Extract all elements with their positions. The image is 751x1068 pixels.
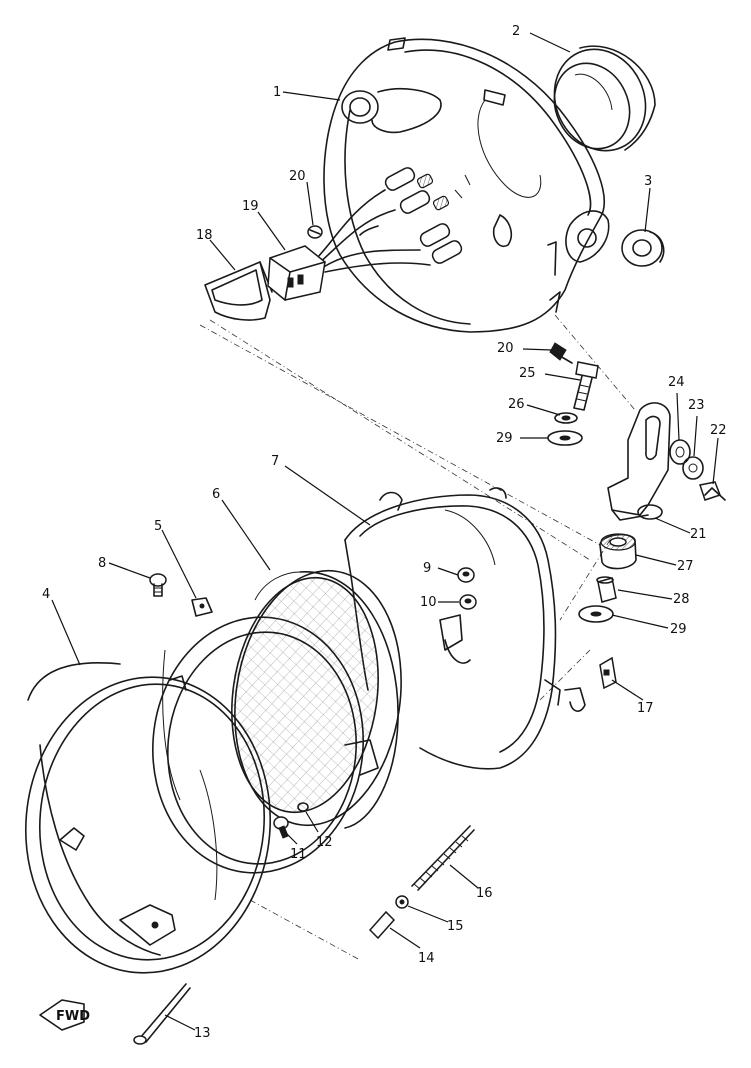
nut-part-9 xyxy=(457,567,475,583)
wiring-harness xyxy=(314,167,463,273)
long-screw-part-13 xyxy=(133,983,191,1045)
washer-part-12 xyxy=(297,802,309,812)
callout-16: 16 xyxy=(476,886,493,901)
screw-part-20-lower xyxy=(549,342,573,364)
callout-20b: 20 xyxy=(497,341,514,356)
callout-19: 19 xyxy=(242,199,259,214)
callout-17: 17 xyxy=(637,701,654,716)
callout-14: 14 xyxy=(418,951,435,966)
callout-21: 21 xyxy=(690,527,707,542)
grommet-part-1 xyxy=(341,87,442,134)
bolt-part-22 xyxy=(699,481,726,501)
clip-nut-part-17 xyxy=(599,656,617,690)
screw-part-8 xyxy=(149,573,167,597)
bullet-connector xyxy=(384,167,463,264)
washer-part-24 xyxy=(669,439,691,465)
lens-unit-part-6 xyxy=(231,569,402,829)
callout-1: 1 xyxy=(273,85,281,100)
nut-part-10 xyxy=(459,594,477,610)
callout-4: 4 xyxy=(42,587,50,602)
callout-6: 6 xyxy=(212,487,220,502)
connector-socket-part-19 xyxy=(267,245,326,301)
spacer-part-14 xyxy=(368,910,396,940)
callout-26: 26 xyxy=(508,397,525,412)
inner-rim-part-5 xyxy=(152,597,364,874)
callout-5: 5 xyxy=(154,519,162,534)
callout-23: 23 xyxy=(688,398,705,413)
callout-20a: 20 xyxy=(289,169,306,184)
callout-2: 2 xyxy=(512,24,520,39)
cap-part-2 xyxy=(553,45,656,152)
callout-13: 13 xyxy=(194,1026,211,1041)
callout-18: 18 xyxy=(196,228,213,243)
collar-part-28 xyxy=(596,576,617,603)
callout-labels: 1 2 3 20 19 18 20 25 26 29 24 23 22 21 2… xyxy=(42,24,727,1041)
callout-28: 28 xyxy=(673,592,690,607)
callout-8: 8 xyxy=(98,556,106,571)
case-mount-boss xyxy=(565,210,610,263)
callout-12: 12 xyxy=(316,835,333,850)
spring-part-16 xyxy=(411,825,475,891)
callout-22: 22 xyxy=(710,423,727,438)
washer-part-29-upper xyxy=(547,430,583,446)
callout-25: 25 xyxy=(519,366,536,381)
washer-part-23 xyxy=(682,456,704,480)
callout-24: 24 xyxy=(668,375,685,390)
screw-part-11 xyxy=(273,816,289,839)
callout-15: 15 xyxy=(447,919,464,934)
fwd-label: FWD xyxy=(56,1009,90,1024)
washer-part-26 xyxy=(554,412,578,424)
washer-part-29-lower xyxy=(578,605,614,623)
bracket-part-21 xyxy=(607,402,671,521)
headlight-body-part-7 xyxy=(344,487,586,770)
callout-9: 9 xyxy=(423,561,431,576)
callout-10: 10 xyxy=(420,595,437,610)
leader-lines xyxy=(51,32,719,1031)
nut-part-15 xyxy=(395,895,409,909)
callout-29a: 29 xyxy=(496,431,513,446)
outer-rim-part-4 xyxy=(24,662,272,974)
callout-11: 11 xyxy=(290,847,307,862)
callout-27: 27 xyxy=(677,559,694,574)
connector-cover-part-18 xyxy=(204,261,273,321)
grommet-part-3 xyxy=(621,229,665,267)
damper-part-27 xyxy=(599,533,637,570)
screw-part-20-upper xyxy=(307,225,323,239)
callout-7: 7 xyxy=(271,454,279,469)
bolt-part-25 xyxy=(573,361,599,411)
headlight-case xyxy=(323,37,605,333)
callout-3: 3 xyxy=(644,174,652,189)
callout-29b: 29 xyxy=(670,622,687,637)
forward-direction-arrow: FWD xyxy=(39,999,90,1031)
